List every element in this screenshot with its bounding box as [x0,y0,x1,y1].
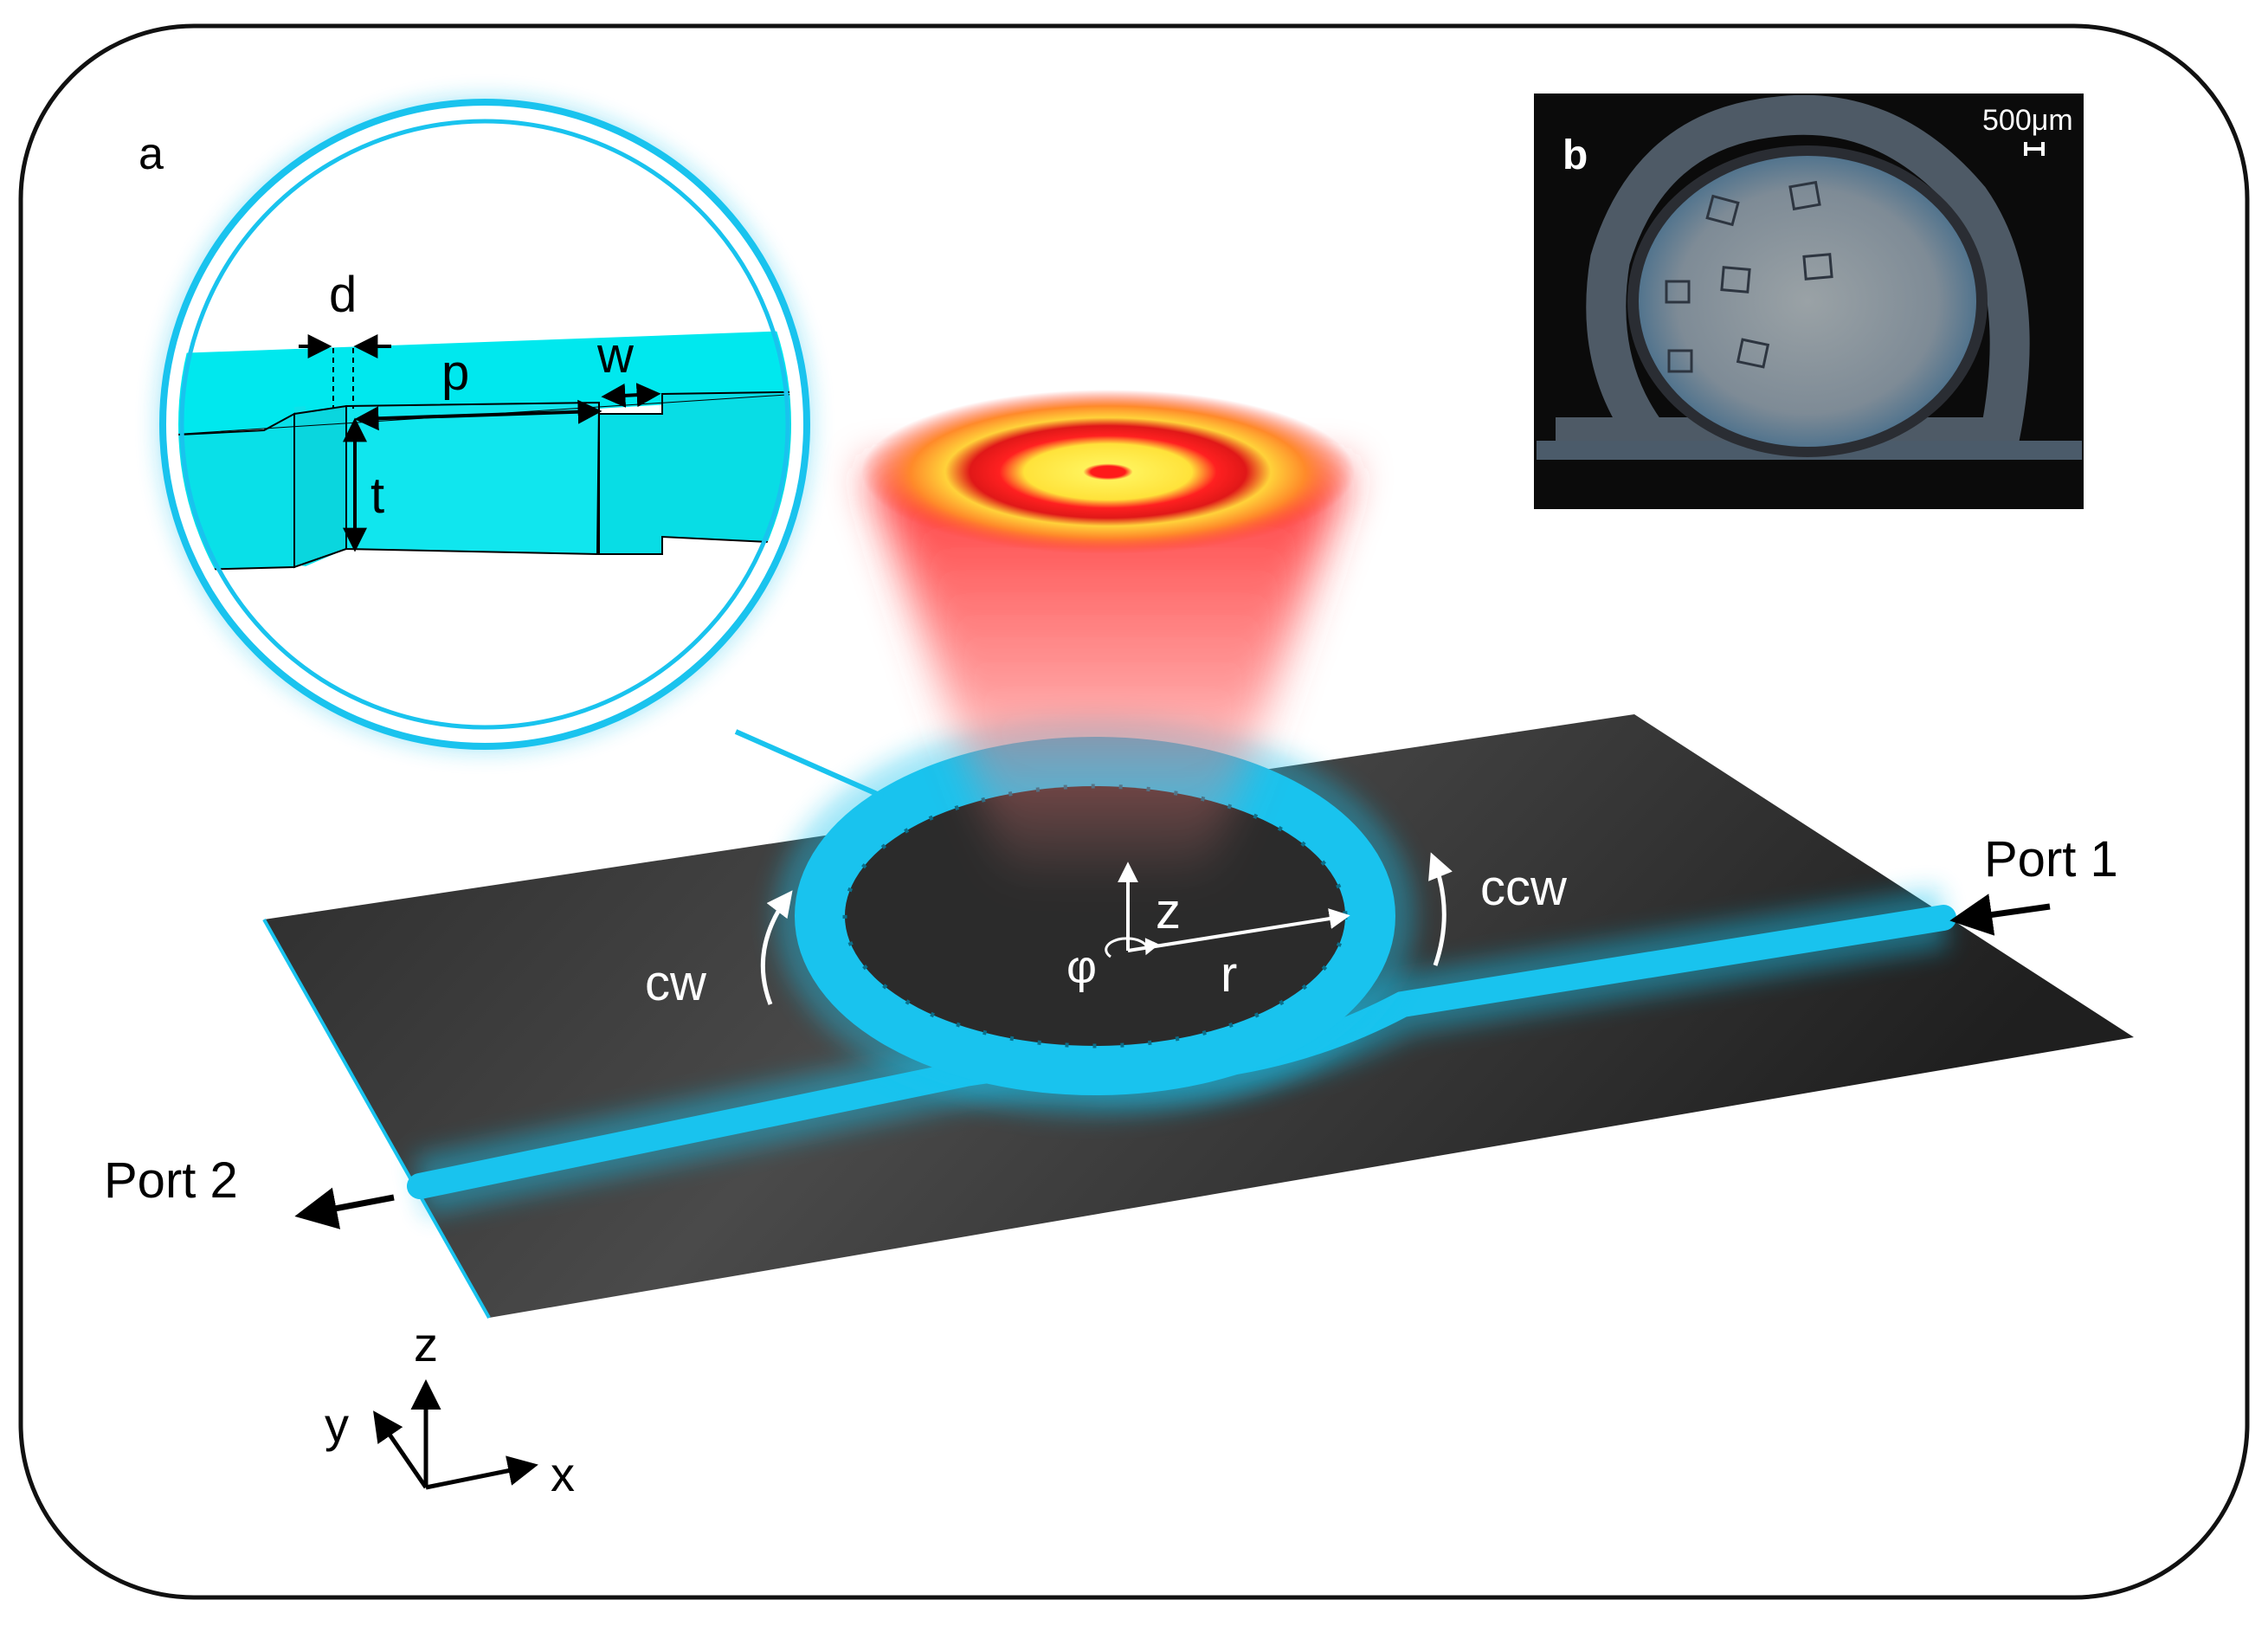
scale-bar [2024,142,2045,156]
zoom-d-label: d [329,267,357,323]
light-beam [861,390,1355,874]
cw-label: cw [645,955,707,1011]
r-label: r [1221,946,1237,1003]
panel-b-label: b [1562,132,1588,178]
zoom-inset: d p w t [159,99,810,750]
port1-label: Port 1 [1984,831,2118,887]
axis-z-label: z [414,1317,438,1371]
zoom-connector [734,729,885,799]
port2-label: Port 2 [104,1152,238,1209]
ring-resonator [775,717,1415,1115]
axis-y-label: y [325,1397,349,1452]
ccw-label: ccw [1480,860,1568,916]
panel-a-label: a [139,129,164,179]
beam-spot [861,390,1355,554]
zoom-t-label: t [370,468,384,524]
phi-label: φ [1066,941,1097,993]
z-axis-label: z [1156,883,1181,939]
zoom-w-label: w [596,327,635,384]
panel-b-photo: b 500μm [1534,94,2084,509]
scale-bar-label: 500μm [1982,104,2073,137]
axis-x-label: x [551,1447,575,1501]
coordinate-axes: z x y [325,1317,575,1501]
zoom-p-label: p [441,345,469,401]
ring-annotations: z r φ cw ccw [645,852,1568,1011]
ports: Port 1 Port 2 [104,831,2118,1229]
